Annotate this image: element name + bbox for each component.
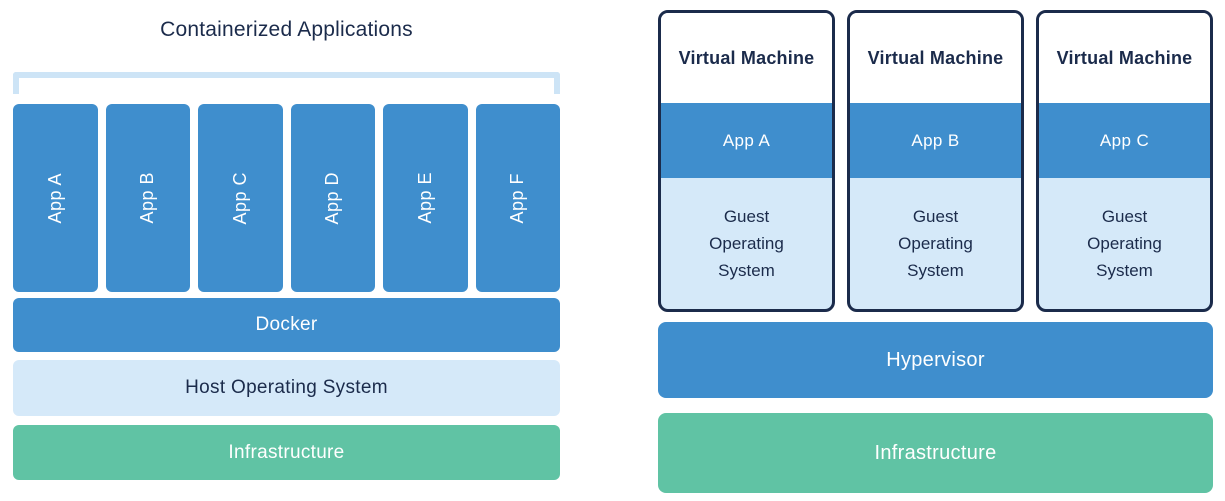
container-app-f-label: App F — [507, 172, 528, 224]
container-app-c: App C — [198, 104, 283, 292]
vm-2-guest-os-label: Guest Operating System — [898, 207, 973, 280]
vm-box-2: Virtual Machine App B Guest Operating Sy… — [847, 10, 1024, 312]
containers-bracket — [13, 72, 560, 94]
containers-section: Containerized Applications App A App B A… — [13, 0, 560, 501]
container-app-d: App D — [290, 104, 375, 292]
vm-3-title: Virtual Machine — [1039, 13, 1210, 103]
container-app-e-label: App E — [414, 172, 435, 224]
container-app-f: App F — [475, 104, 560, 292]
containers-title: Containerized Applications — [160, 18, 413, 41]
vm-box-3: Virtual Machine App C Guest Operating Sy… — [1036, 10, 1213, 312]
container-app-a-label: App A — [44, 172, 65, 224]
vm-3-app: App C — [1039, 103, 1210, 178]
vm-1-guest-os-label: Guest Operating System — [709, 207, 784, 280]
vm-row: Virtual Machine App A Guest Operating Sy… — [658, 10, 1213, 312]
docker-layer: Docker — [13, 298, 560, 352]
vm-2-guest-os: Guest Operating System — [850, 178, 1021, 309]
vm-box-1: Virtual Machine App A Guest Operating Sy… — [658, 10, 835, 312]
vm-2-app: App B — [850, 103, 1021, 178]
vm-3-guest-os-label: Guest Operating System — [1087, 207, 1162, 280]
vm-2-title: Virtual Machine — [850, 13, 1021, 103]
container-apps-row: App A App B App C App D App E App F — [13, 104, 560, 292]
container-app-d-label: App D — [322, 171, 343, 225]
vm-1-title: Virtual Machine — [661, 13, 832, 103]
infrastructure-layer-right: Infrastructure — [658, 413, 1213, 493]
vm-1-app: App A — [661, 103, 832, 178]
container-app-b: App B — [105, 104, 190, 292]
hypervisor-layer: Hypervisor — [658, 322, 1213, 398]
host-os-layer: Host Operating System — [13, 360, 560, 416]
vm-3-guest-os: Guest Operating System — [1039, 178, 1210, 309]
vms-section: Virtual Machine App A Guest Operating Sy… — [658, 0, 1213, 501]
infrastructure-layer-left: Infrastructure — [13, 425, 560, 480]
container-app-b-label: App B — [137, 172, 158, 224]
vm-1-guest-os: Guest Operating System — [661, 178, 832, 309]
container-app-c-label: App C — [229, 171, 250, 225]
container-app-a: App A — [13, 104, 98, 292]
container-app-e: App E — [383, 104, 468, 292]
